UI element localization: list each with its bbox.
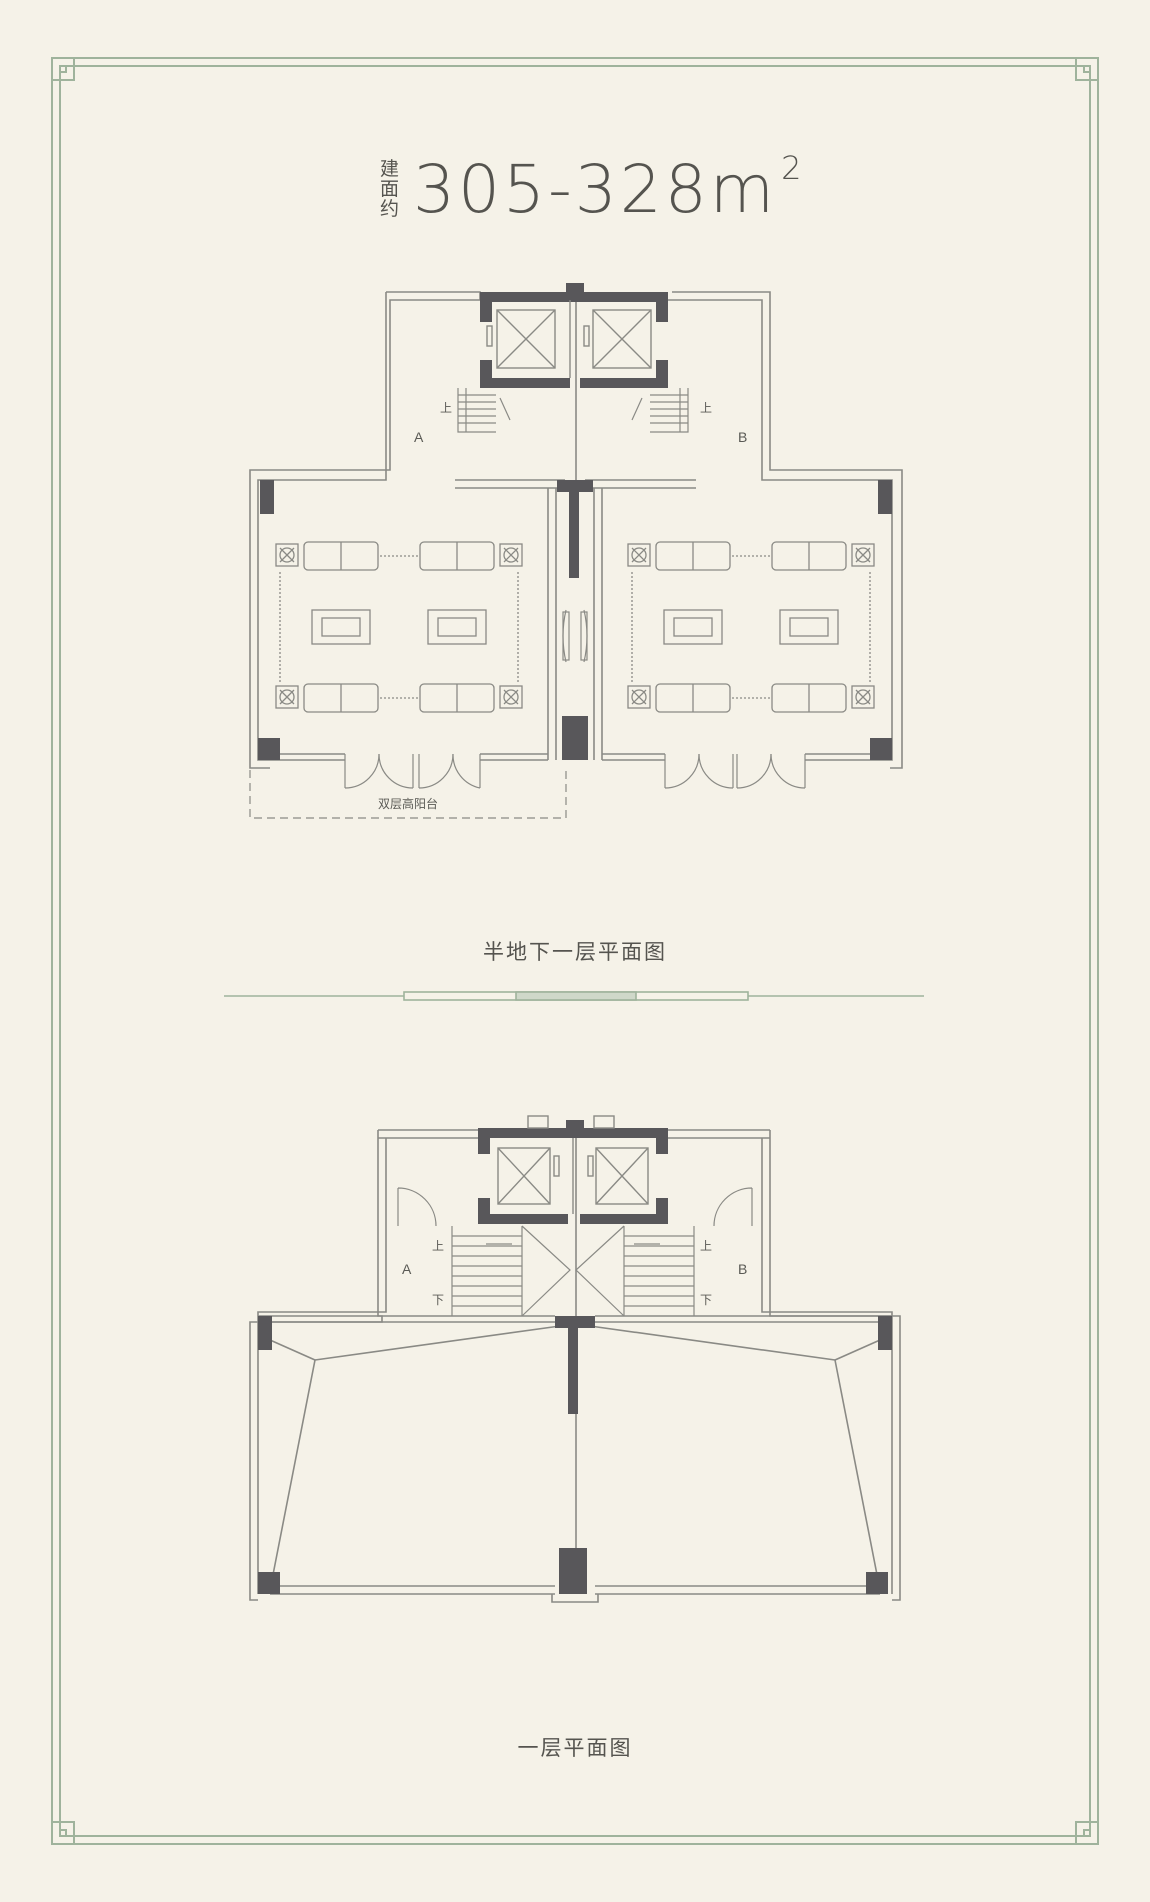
elevator-right-icon (592, 309, 652, 369)
top-stair-up-right: 上 (700, 401, 712, 415)
area-title-prefix: 建 面 约 (380, 160, 399, 220)
top-plan-outline (249, 291, 481, 769)
terrace-label: 双层高阳台 (378, 796, 438, 811)
top-unit-a-label: A (414, 429, 424, 445)
bottom-plan-elevators (497, 1115, 649, 1214)
top-unit-b-label: B (738, 429, 747, 445)
bottom-plan-stairs (451, 1225, 695, 1317)
elevator-left-icon (496, 309, 556, 369)
bottom-plan-caption: 一层平面图 (517, 1737, 633, 1760)
plan-semi-basement (249, 291, 903, 769)
bottom-plan-walls (258, 1120, 892, 1594)
plan-first-floor (249, 1129, 901, 1603)
prefix-char-3: 约 (380, 199, 400, 220)
prefix-char-2: 面 (380, 179, 400, 200)
top-central-doors (562, 609, 588, 663)
bottom-unit-a-label: A (402, 1261, 412, 1277)
bottom-side-doors (397, 1187, 753, 1227)
top-plan-stairs (457, 388, 689, 433)
frame-corner-ornaments (52, 58, 1098, 1844)
top-plan-caption: 半地下一层平面图 (483, 941, 667, 964)
top-front-doors (344, 753, 806, 789)
elevator-left-icon (497, 1147, 551, 1205)
top-stair-up-left: 上 (440, 401, 452, 415)
area-value: 305-328m (413, 151, 778, 228)
section-divider (224, 991, 924, 1001)
room-a-furniture (275, 541, 523, 713)
top-plan-elevators (486, 300, 652, 378)
room-b-furniture (627, 541, 875, 713)
top-plan-walls (258, 283, 892, 760)
bottom-stair-up-left: 上 (432, 1239, 444, 1253)
bottom-stair-down-right: 下 (700, 1293, 712, 1307)
bottom-unit-b-label: B (738, 1261, 747, 1277)
bottom-stair-up-right: 上 (700, 1239, 712, 1253)
prefix-char-1: 建 (380, 159, 400, 180)
elevator-right-icon (595, 1147, 649, 1205)
area-unit-superscript: 2 (781, 149, 805, 187)
bottom-stair-down-left: 下 (432, 1293, 444, 1307)
